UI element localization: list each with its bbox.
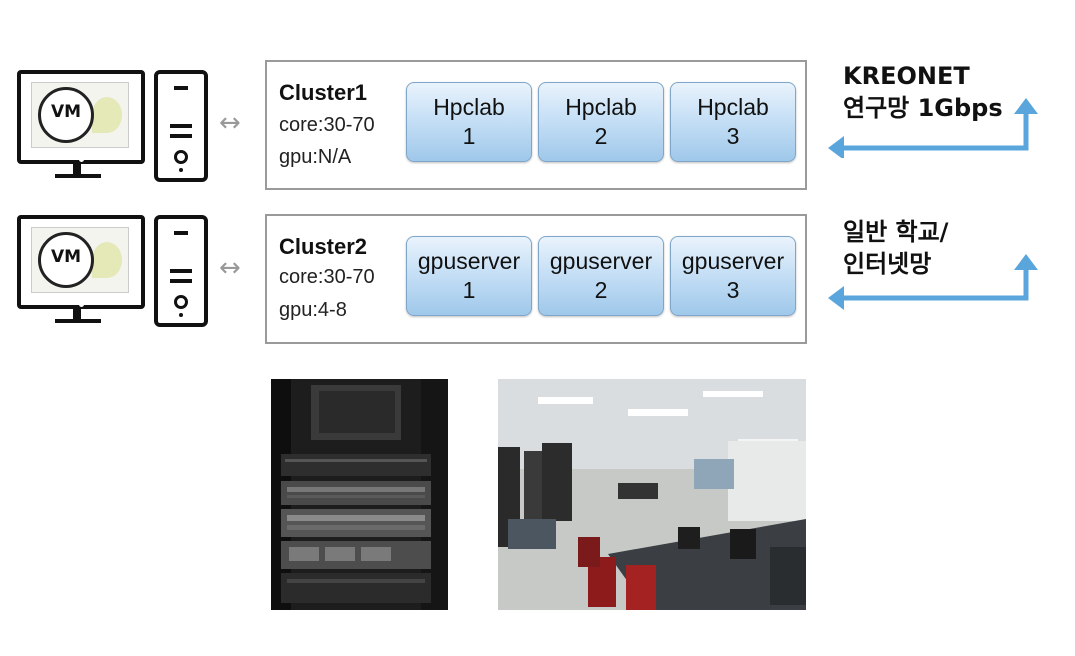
network-label-kreonet: KREONET 연구망 1Gbps xyxy=(843,60,1003,124)
network-label-line2: 인터넷망 xyxy=(843,250,932,278)
cluster2-core: core:30-70 xyxy=(279,266,375,288)
node-hpclab-3[interactable]: Hpclab 3 xyxy=(670,82,796,162)
node-number: 3 xyxy=(726,123,740,149)
network-arrow-icon-2 xyxy=(828,254,1038,310)
vm-logo: VM xyxy=(38,87,94,143)
node-gpuserver-2[interactable]: gpuserver 2 xyxy=(538,236,664,316)
node-name: gpuserver xyxy=(549,248,653,274)
node-number: 2 xyxy=(594,123,608,149)
cluster2-title: Cluster2 xyxy=(279,234,368,259)
lab-room-photo xyxy=(498,379,806,610)
cluster1-gpu: gpu:N/A xyxy=(279,146,352,168)
desktop-tower-icon-1 xyxy=(154,70,208,182)
node-name: gpuserver xyxy=(417,248,521,274)
cluster2-gpu: gpu:4-8 xyxy=(279,299,347,321)
node-gpuserver-3[interactable]: gpuserver 3 xyxy=(670,236,796,316)
node-gpuserver-1[interactable]: gpuserver 1 xyxy=(406,236,532,316)
bidirectional-link-icon-1: ↔ xyxy=(219,108,241,138)
node-name: Hpclab xyxy=(697,94,769,120)
node-name: gpuserver xyxy=(681,248,785,274)
server-rack-photo xyxy=(271,379,448,610)
node-hpclab-2[interactable]: Hpclab 2 xyxy=(538,82,664,162)
node-number: 3 xyxy=(726,277,740,303)
network-label-line1: KREONET xyxy=(843,62,970,90)
network-arrow-icon-1 xyxy=(828,98,1038,158)
desktop-tower-icon-2 xyxy=(154,215,208,327)
node-number: 1 xyxy=(462,123,476,149)
network-label-line2: 연구망 1Gbps xyxy=(843,94,1003,122)
cluster1-box: Cluster1 core:30-70 gpu:N/A Hpclab 1 Hpc… xyxy=(265,60,807,190)
leaf-decoration xyxy=(92,242,122,278)
network-label-internet: 일반 학교/ 인터넷망 xyxy=(843,216,948,280)
node-name: Hpclab xyxy=(565,94,637,120)
bidirectional-link-icon-2: ↔ xyxy=(219,253,241,283)
vm-logo-text: VM xyxy=(50,247,82,267)
node-number: 1 xyxy=(462,277,476,303)
cluster2-box: Cluster2 core:30-70 gpu:4-8 gpuserver 1 … xyxy=(265,214,807,344)
vm-logo: VM xyxy=(38,232,94,288)
cluster1-title: Cluster1 xyxy=(279,80,368,105)
network-label-line1: 일반 학교/ xyxy=(843,218,949,246)
node-hpclab-1[interactable]: Hpclab 1 xyxy=(406,82,532,162)
vm-logo-text: VM xyxy=(50,102,82,122)
leaf-decoration xyxy=(92,97,122,133)
node-number: 2 xyxy=(594,277,608,303)
cluster1-core: core:30-70 xyxy=(279,114,375,136)
vm-monitor-icon-2: VM xyxy=(17,215,145,333)
node-name: Hpclab xyxy=(433,94,505,120)
vm-monitor-icon-1: VM xyxy=(17,70,145,188)
